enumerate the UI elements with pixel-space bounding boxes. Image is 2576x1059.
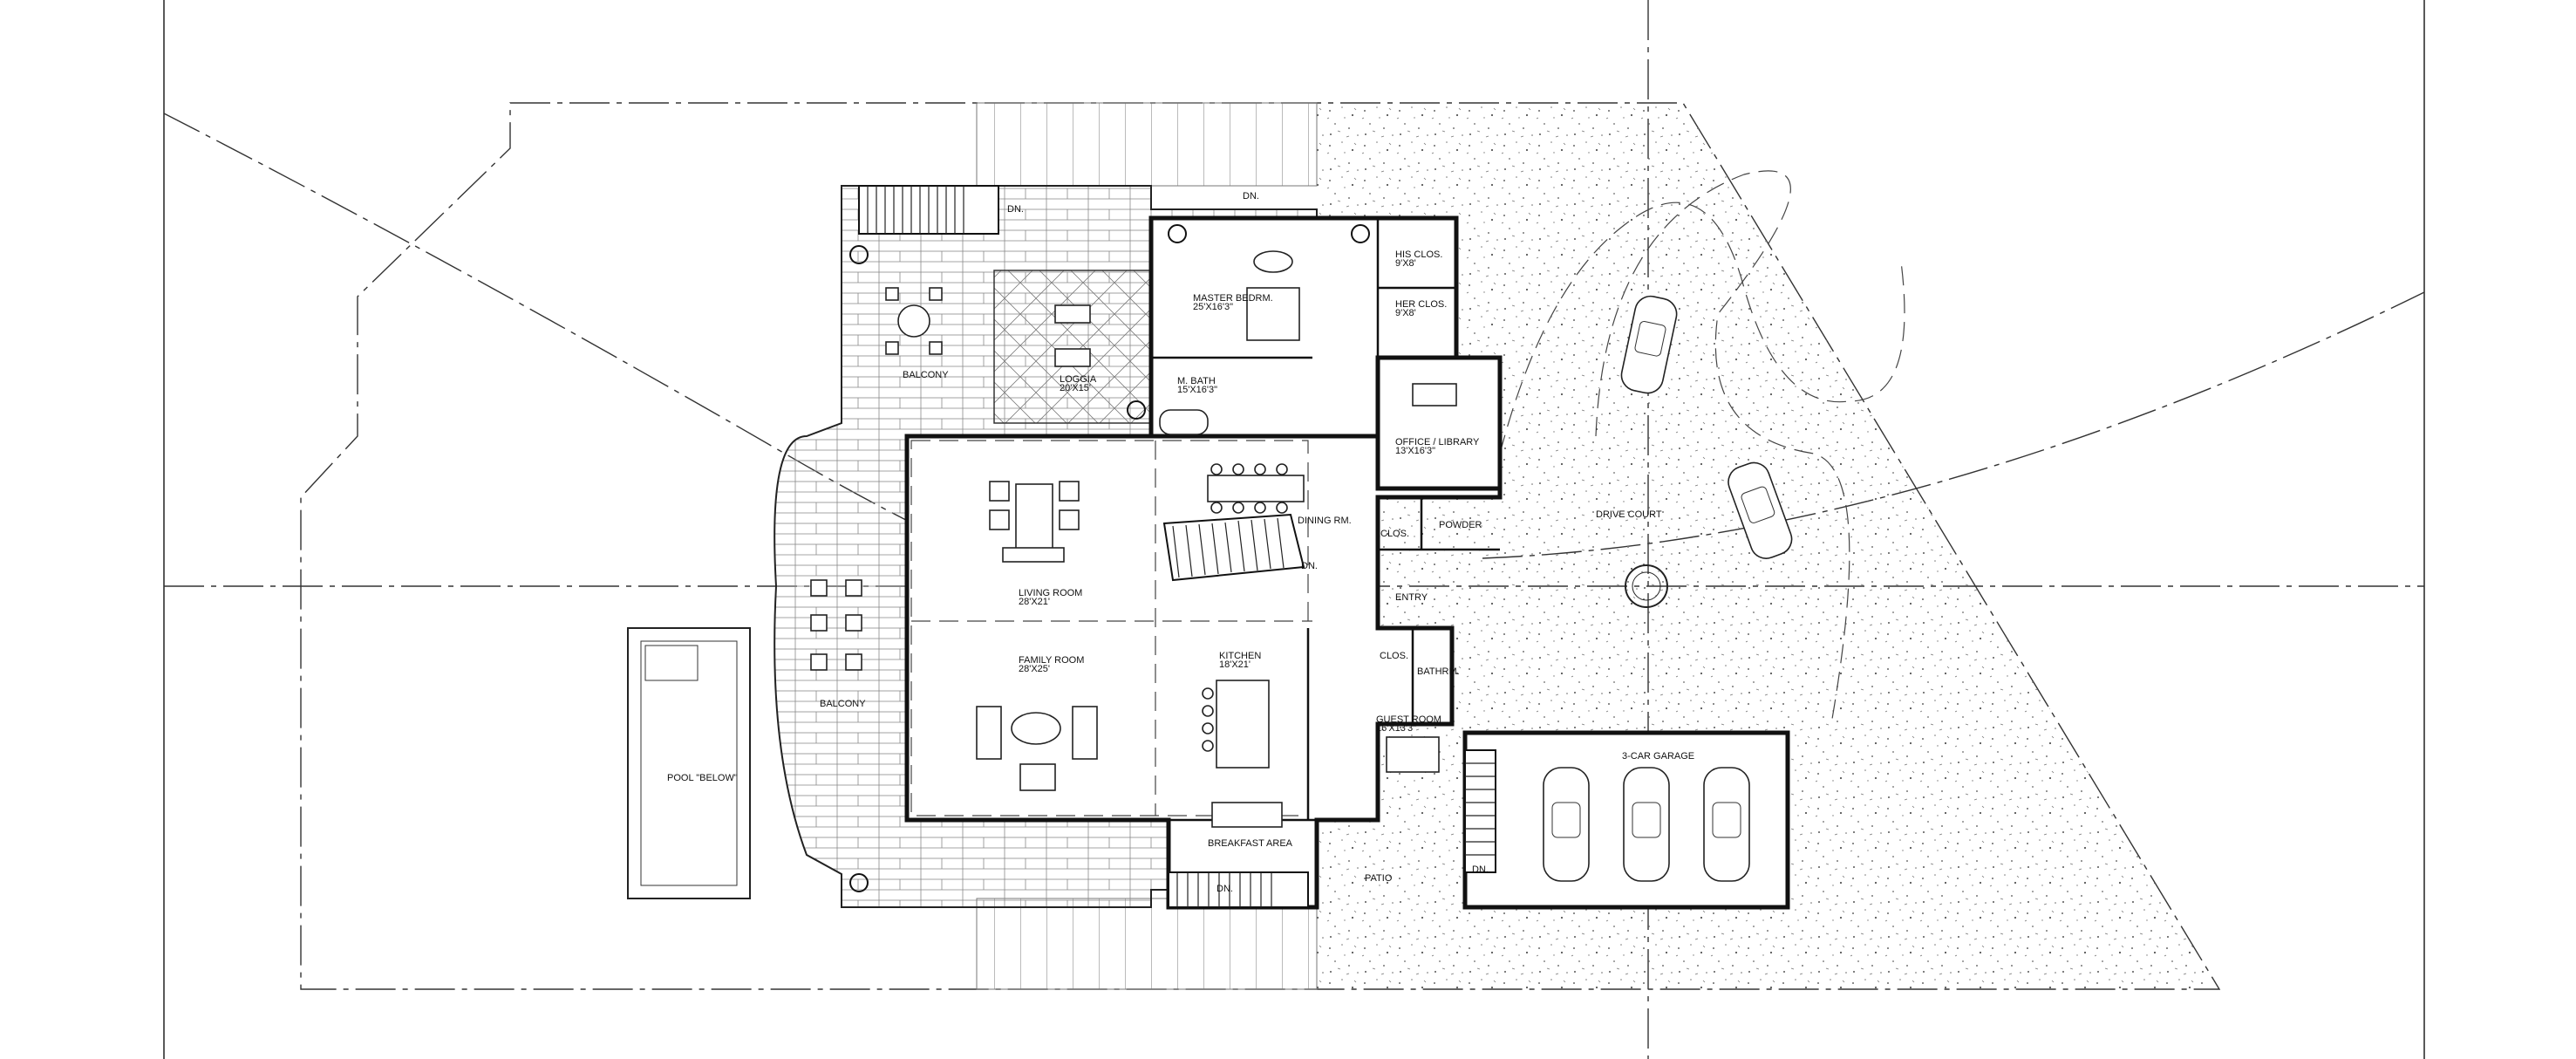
kitchen-island (1202, 680, 1270, 769)
loggia-chairs (1054, 304, 1091, 367)
office-wing (1375, 355, 1503, 491)
stair-note-bottom: DN. (1216, 884, 1233, 894)
stair-note-main: DN. (1301, 561, 1318, 571)
pool-label: POOL "BELOW" (667, 773, 738, 783)
guest-room-label: GUEST ROOM (1376, 714, 1441, 725)
drive-loop-outer (1595, 170, 1850, 725)
dining-table (1207, 463, 1305, 514)
kitchen-dims: 18'X21' (1219, 659, 1251, 670)
master-bedroom-label: MASTER BEDRM. (1193, 293, 1273, 304)
planks-bottom (976, 898, 1318, 990)
planks-top (976, 102, 1318, 187)
stair-note-top-left: DN. (1007, 204, 1024, 215)
stair-note-top-center: DN. (1243, 191, 1259, 202)
master-bed (1246, 250, 1300, 341)
living-room-furniture (989, 481, 1080, 563)
master-bedroom-dims: 25'X16'3" (1193, 302, 1233, 312)
breakfast-table (1211, 802, 1283, 828)
dining-room-label: DINING RM. (1298, 516, 1352, 526)
main-stair (1162, 513, 1305, 582)
living-room-dims: 28'X21' (1019, 597, 1050, 607)
family-room-label: FAMILY ROOM (1019, 655, 1084, 666)
powder-label: POWDER (1439, 520, 1482, 530)
her-closet-label: HER CLOS. (1395, 299, 1447, 310)
office-desk (1412, 383, 1457, 407)
drive-car-1 (1620, 295, 1678, 394)
clos-2-label: CLOS. (1380, 651, 1408, 661)
entry-label: ENTRY (1395, 592, 1428, 603)
guest-bed (1386, 736, 1440, 773)
master-bath-dims: 15'X16'3" (1177, 385, 1217, 395)
balcony-top-label: BALCONY (903, 370, 949, 380)
master-bath-label: M. BATH (1177, 376, 1216, 386)
bathrm-label: BATHRM. (1417, 666, 1460, 677)
loggia-label: LOGGIA (1060, 374, 1097, 385)
living-room-label: LIVING ROOM (1019, 588, 1082, 598)
garage-car-3 (1703, 767, 1750, 882)
stair-bottom (1168, 871, 1309, 908)
drive-court-loop (1499, 202, 1905, 454)
her-closet-dims: 9'X8' (1395, 308, 1416, 318)
his-closet-label: HIS CLOS. (1395, 249, 1442, 260)
loggia-dims: 20'X15' (1060, 383, 1091, 393)
guest-room-dims: 16'X13'3" (1376, 723, 1416, 734)
loggia-paving (993, 270, 1152, 424)
stair-top-left (858, 185, 999, 235)
balcony-left-label: BALCONY (820, 699, 866, 709)
planter-icons (849, 224, 1370, 892)
patio-label: PATIO (1365, 873, 1393, 884)
kitchen-label: KITCHEN (1219, 651, 1261, 661)
garage-label: 3-CAR GARAGE (1622, 751, 1694, 762)
pool (627, 627, 751, 899)
drive-court-label: DRIVE COURT (1596, 509, 1662, 520)
drive-car-2 (1728, 461, 1793, 559)
garage-car-2 (1623, 767, 1670, 882)
bathtub (1159, 409, 1209, 435)
fountain (1625, 564, 1668, 608)
balcony-table (885, 287, 943, 355)
breakfast-label: BREAKFAST AREA (1208, 838, 1293, 849)
garage-stair (1464, 749, 1496, 873)
office-dims: 13'X16'3" (1395, 446, 1435, 456)
family-room-dims: 28'X25' (1019, 664, 1050, 674)
garage-car-1 (1543, 767, 1590, 882)
clos-1-label: CLOS. (1380, 529, 1409, 539)
stair-note-garage: DN. (1472, 864, 1489, 875)
family-room-furniture (976, 706, 1098, 791)
balcony-left-chairs (810, 579, 862, 671)
office-label: OFFICE / LIBRARY (1395, 437, 1480, 448)
his-closet-dims: 9'X8' (1395, 258, 1416, 269)
interior-walls (1149, 218, 1500, 822)
